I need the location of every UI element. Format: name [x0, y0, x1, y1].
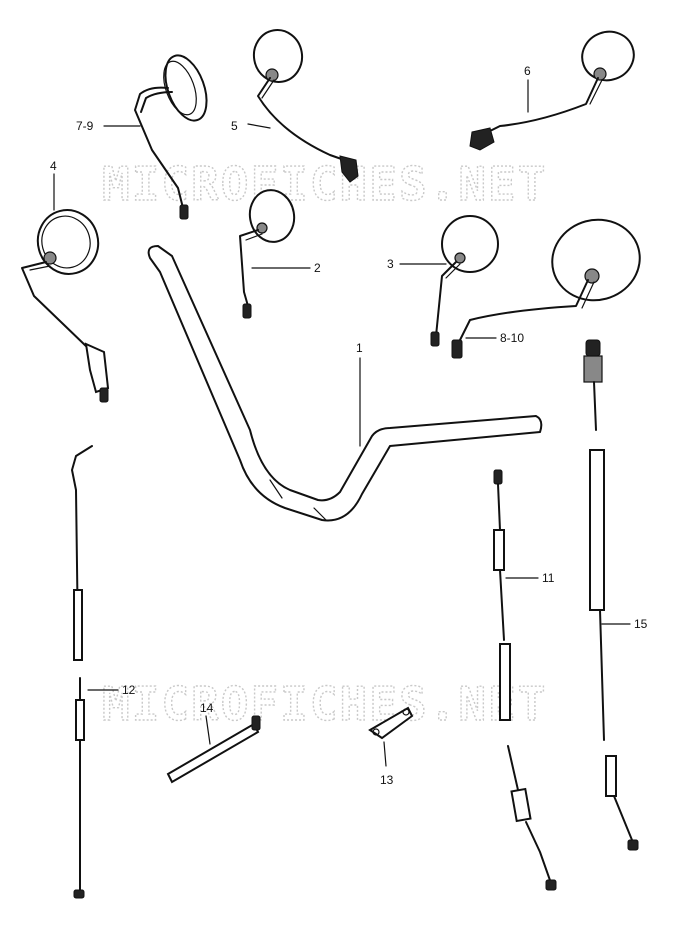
leader-5	[247, 123, 271, 129]
callout-11: 11	[542, 571, 555, 585]
callout-13: 13	[380, 773, 394, 787]
handlebar-1	[147, 245, 543, 522]
clip-13	[368, 706, 414, 740]
callout-5: 5	[231, 119, 238, 133]
leader-13	[383, 741, 387, 767]
callout-14: 14	[200, 701, 214, 715]
mirror-4	[21, 209, 110, 403]
watermark-top: MICROFICHES.NET	[102, 157, 547, 211]
callout-8-10: 8-10	[500, 331, 524, 345]
callout-15: 15	[634, 617, 648, 631]
callout-12: 12	[122, 683, 136, 697]
callout-4: 4	[50, 159, 57, 173]
callout-6: 6	[524, 64, 531, 78]
cable-12	[71, 445, 93, 899]
cable-15	[583, 339, 639, 851]
leader-14	[205, 715, 211, 745]
callout-1: 1	[356, 341, 363, 355]
callout-3: 3	[387, 257, 394, 271]
mirror-8-10	[451, 218, 641, 359]
mirror-7-9	[134, 54, 208, 220]
mirror-2	[239, 189, 296, 319]
callout-2: 2	[314, 261, 321, 275]
mirror-6	[469, 30, 635, 151]
watermark-bottom: MICROFICHES.NET	[102, 677, 547, 731]
mirror-5	[252, 29, 359, 183]
mirror-3	[430, 215, 499, 347]
callout-7-9: 7-9	[76, 119, 94, 133]
cable-11	[493, 469, 557, 891]
strap-14	[166, 715, 261, 784]
